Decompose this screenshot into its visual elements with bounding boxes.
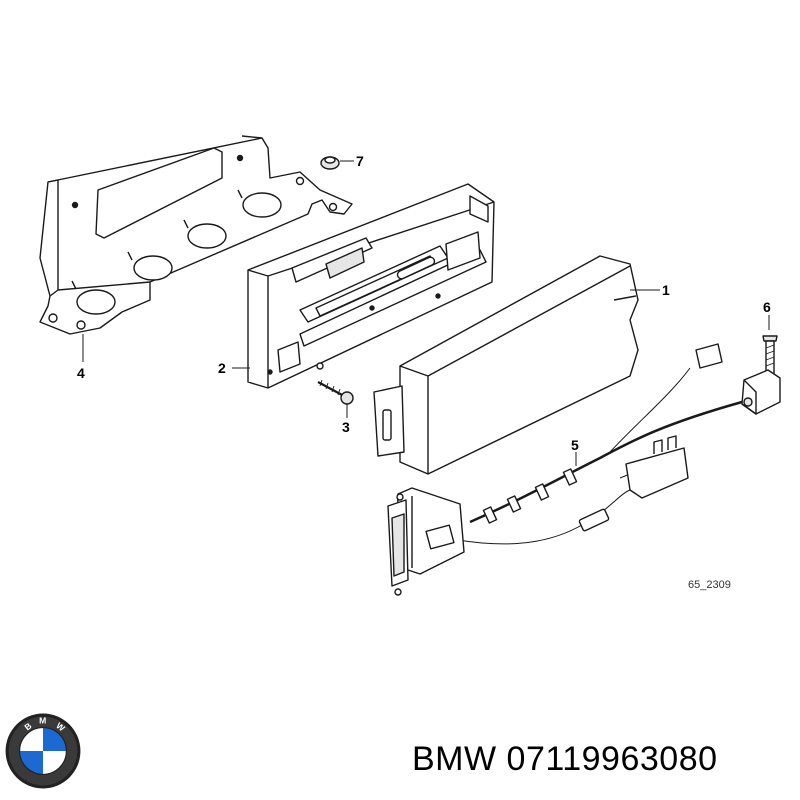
- sensor: [741, 369, 781, 415]
- screw: [317, 379, 354, 405]
- callout-4: 4: [77, 365, 85, 381]
- callout-3: 3: [342, 419, 350, 435]
- callout-1: 1: [662, 282, 670, 298]
- control-unit: [373, 255, 639, 475]
- svg-text:M: M: [39, 716, 46, 726]
- mounting-bracket: [39, 135, 353, 335]
- part-caption: BMW 07119963080: [412, 740, 718, 778]
- bmw-logo: B M W: [5, 713, 81, 789]
- callout-7: 7: [356, 153, 364, 169]
- callout-6: 6: [763, 299, 771, 315]
- svg-text:B: B: [22, 721, 33, 733]
- callout-2: 2: [218, 360, 226, 376]
- bolt: [762, 335, 778, 375]
- wiring-harness: [457, 343, 743, 545]
- grommet: [320, 156, 340, 170]
- multi-pin-connector: [387, 487, 465, 596]
- holder-plate: [247, 183, 495, 389]
- diagram-reference: 65_2309: [688, 579, 731, 591]
- callout-5: 5: [571, 437, 579, 453]
